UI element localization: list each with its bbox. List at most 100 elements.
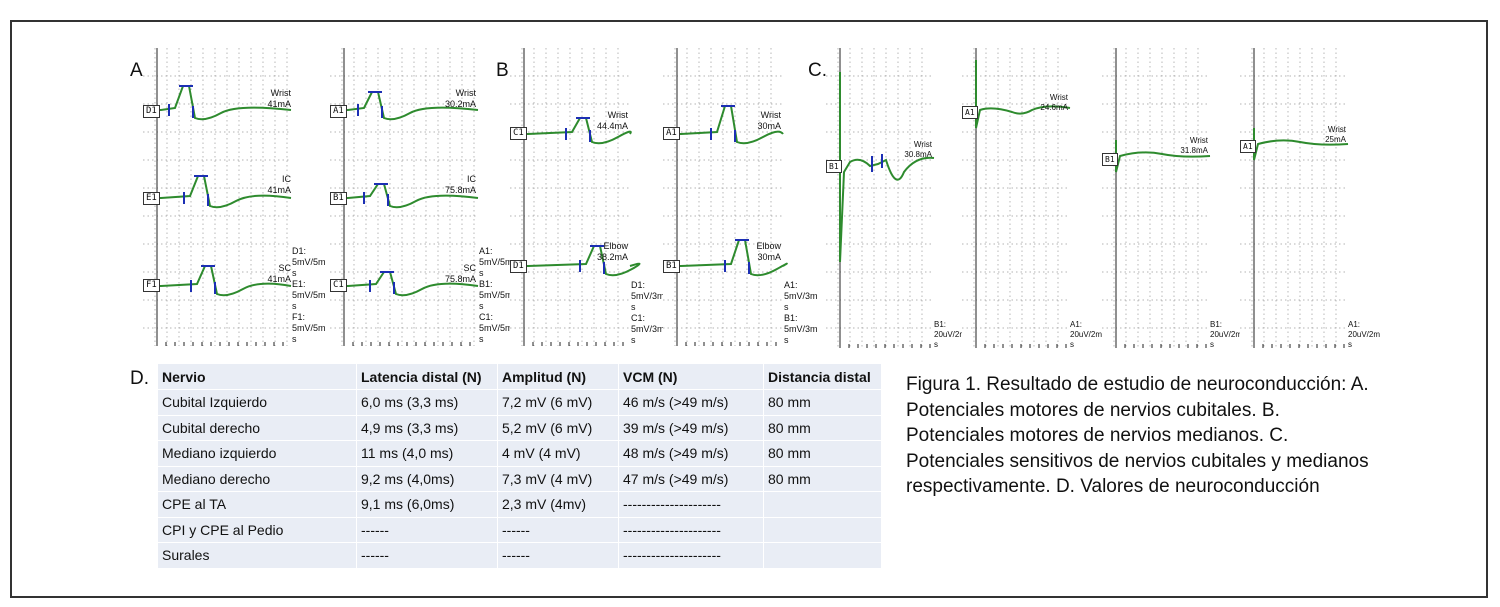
channel-tag: F1	[143, 279, 160, 292]
channel-tag: A1	[1240, 140, 1256, 153]
table-cell: ---------------------	[618, 542, 764, 568]
table-row: Mediano izquierdo 11 ms (4,0 ms) 4 mV (4…	[158, 440, 882, 466]
table-cell: CPI y CPE al Pedio	[158, 516, 357, 543]
table-cell: CPE al TA	[158, 491, 357, 517]
table-cell: ------	[356, 516, 498, 543]
channel-tag: B1	[1102, 153, 1118, 166]
table-cell: Surales	[158, 542, 357, 568]
waveform	[344, 271, 479, 297]
table-cell: 2,3 mV (4mv)	[497, 491, 619, 517]
table-cell: ------	[356, 542, 498, 568]
table-cell	[763, 542, 882, 568]
table-cell	[763, 516, 882, 543]
table-cell: 4,9 ms (3,3 ms)	[356, 414, 498, 441]
table-cell: ------	[497, 542, 619, 568]
waveform	[157, 265, 292, 297]
table-cell: ---------------------	[618, 491, 764, 517]
table-cell: 39 m/s (>49 m/s)	[618, 414, 764, 441]
panel-label-d: D.	[130, 368, 149, 389]
table-cell: Mediano derecho	[158, 465, 357, 492]
table-header-row: Nervio Latencia distal (N) Amplitud (N) …	[158, 364, 882, 390]
table-cell: 80 mm	[763, 465, 882, 492]
table-cell: 80 mm	[763, 440, 882, 466]
table-cell: 11 ms (4,0 ms)	[356, 440, 498, 466]
table-row: CPI y CPE al Pedio ------ ------ -------…	[158, 516, 882, 543]
waveform	[524, 245, 641, 277]
table-cell: 9,2 ms (4,0ms)	[356, 465, 498, 492]
table-cell: Cubital derecho	[158, 414, 357, 441]
waveform	[677, 239, 788, 277]
waveform	[975, 60, 1071, 129]
table-header: VCM (N)	[618, 364, 764, 390]
table-cell: 48 m/s (>49 m/s)	[618, 440, 764, 466]
panel-label-b: B.	[496, 60, 514, 81]
table-cell: 80 mm	[763, 414, 882, 441]
table-cell: ------	[497, 516, 619, 543]
table-row: Mediano derecho 9,2 ms (4,0ms) 7,3 mV (4…	[158, 465, 882, 492]
table-header: Distancia distal	[763, 364, 882, 390]
channel-tag: B1	[826, 160, 842, 173]
table-row: Cubital derecho 4,9 ms (3,3 ms) 5,2 mV (…	[158, 414, 882, 441]
waveform	[1253, 128, 1349, 161]
waveform	[677, 105, 784, 145]
channel-tag: D1	[510, 260, 527, 273]
table-cell: ---------------------	[618, 516, 764, 543]
channel-tag: A1	[962, 106, 978, 119]
channel-tag: A1	[663, 127, 680, 140]
table-row: Surales ------ ------ ------------------…	[158, 542, 882, 568]
table-header: Amplitud (N)	[497, 364, 619, 390]
neuroconduction-table: Nervio Latencia distal (N) Amplitud (N) …	[158, 364, 882, 568]
table-cell: 47 m/s (>49 m/s)	[618, 465, 764, 492]
channel-tag: C1	[510, 127, 527, 140]
channel-tag: E1	[143, 192, 160, 205]
table-row: Cubital Izquierdo 6,0 ms (3,3 ms) 7,2 mV…	[158, 389, 882, 415]
figure-caption: Figura 1. Resultado de estudio de neuroc…	[906, 374, 1369, 497]
channel-tag: C1	[330, 279, 347, 292]
table-row: CPE al TA 9,1 ms (6,0ms) 2,3 mV (4mv) --…	[158, 491, 882, 517]
table-cell: 4 mV (4 mV)	[497, 440, 619, 466]
table-cell: 9,1 ms (6,0ms)	[356, 491, 498, 517]
channel-tag: B1	[330, 192, 347, 205]
channel-tag: B1	[663, 260, 680, 273]
table-cell: 5,2 mV (6 mV)	[497, 414, 619, 441]
table-cell: Mediano izquierdo	[158, 440, 357, 466]
channel-tag: A1	[330, 105, 347, 118]
waveform	[157, 85, 292, 121]
figure-frame	[10, 20, 1488, 598]
table-cell	[763, 491, 882, 517]
waveform	[157, 175, 292, 209]
table-cell: 7,3 mV (4 mV)	[497, 465, 619, 492]
table-cell: Cubital Izquierdo	[158, 389, 357, 415]
table-header: Nervio	[158, 364, 357, 390]
waveform	[839, 72, 935, 263]
waveform	[344, 183, 479, 209]
table-header: Latencia distal (N)	[356, 364, 498, 390]
